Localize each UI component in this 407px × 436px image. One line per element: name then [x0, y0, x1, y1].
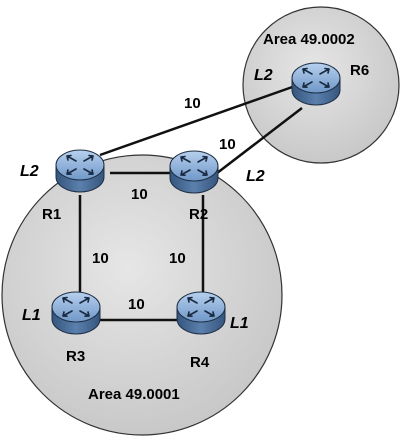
- router-r1-name: R1: [42, 206, 61, 223]
- cost-r1-r3: 10: [92, 250, 109, 267]
- router-r4-level: L1: [230, 315, 249, 332]
- cost-r2-r4: 10: [169, 250, 186, 267]
- area-49-0001-region: [1, 154, 283, 436]
- router-r1-icon: [55, 149, 105, 193]
- router-r1-level: L2: [20, 163, 39, 180]
- router-r3-icon: [51, 291, 101, 335]
- router-r6-name: R6: [350, 62, 369, 79]
- router-r2-name: R2: [189, 206, 208, 223]
- router-r3-name: R3: [66, 348, 85, 365]
- router-r2-icon: [169, 150, 219, 194]
- cost-r1-r2: 10: [131, 186, 148, 203]
- router-r4-name: R4: [190, 354, 210, 371]
- area-49-0001-label: Area 49.0001: [88, 386, 180, 403]
- router-r6-level: L2: [254, 67, 273, 84]
- router-r2-level: L2: [246, 168, 265, 185]
- cost-r2-r6: 10: [219, 136, 236, 153]
- link-r1-r6: [99, 83, 299, 157]
- router-r3-level: L1: [22, 307, 41, 324]
- cost-r1-r6: 10: [184, 95, 201, 112]
- router-r4-icon: [176, 291, 226, 335]
- area-49-0002-label: Area 49.0002: [263, 31, 355, 48]
- cost-r3-r4: 10: [128, 296, 145, 313]
- router-r6-icon: [291, 62, 341, 106]
- link-r2-r6: [207, 107, 303, 181]
